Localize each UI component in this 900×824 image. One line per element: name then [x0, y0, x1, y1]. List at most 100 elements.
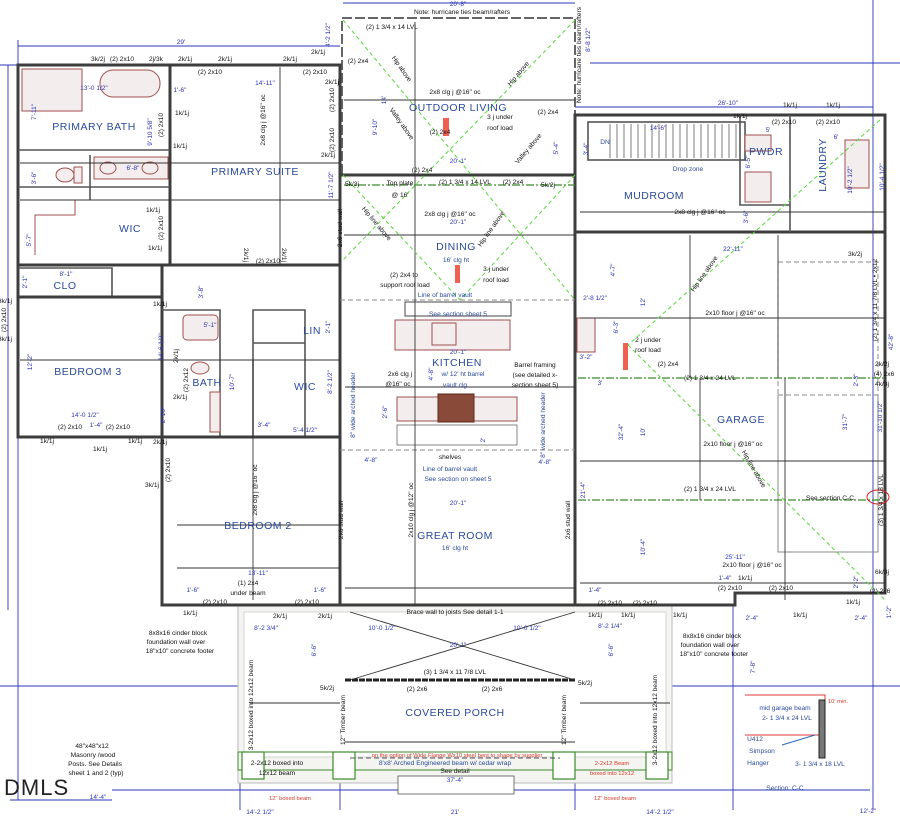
- framing-note: (2) 1 3/4 x 11 7/8 LVL • 2x12: [872, 258, 879, 341]
- framing-note: (2) 2x10: [106, 424, 131, 431]
- dimension-label: 4'-8": [428, 367, 435, 381]
- framing-note: 2x6 clg j: [388, 371, 413, 378]
- framing-note: (2) 2x10: [633, 600, 658, 607]
- framing-note: 2k/1j: [173, 394, 187, 401]
- framing-note: 18"x10" concrete footer: [146, 648, 215, 655]
- framing-note: 2x10 floor j @16" oc: [705, 310, 765, 317]
- framing-note: 2x10 clg j @12" oc: [408, 482, 415, 538]
- dimension-label: 5'-7": [26, 233, 33, 247]
- framing-note: 2x6 stud wall: [338, 500, 345, 539]
- annotation: 8" wide arched header: [540, 391, 547, 458]
- framing-note: roof load: [483, 277, 509, 284]
- framing-note: @16" oc: [385, 381, 411, 388]
- dimension-label: 31'-7": [842, 413, 849, 430]
- red-annotation: 10' min.: [828, 699, 849, 705]
- dimension-label: 2'-3": [853, 373, 860, 387]
- framing-note: Hip above: [507, 60, 532, 87]
- dimension-label: 6': [834, 134, 839, 141]
- dimension-label: 10'-4": [640, 538, 647, 555]
- framing-note: 2k/1j: [242, 248, 249, 262]
- dimension-label: 14': [381, 96, 388, 104]
- framing-note: (2) 2x6: [482, 686, 503, 693]
- framing-note: (4) 2x6: [874, 371, 895, 378]
- room-label: GARAGE: [717, 414, 765, 426]
- room-label: OUTDOOR LIVING: [409, 102, 507, 114]
- framing-note: (2) 2x10: [158, 216, 165, 241]
- mudroom-bench: [576, 317, 596, 353]
- room-label: WIC: [294, 381, 316, 393]
- annotation: U412: [747, 736, 763, 743]
- annotation: 8" wide arched header: [350, 371, 357, 438]
- framing-note: (2) 2x10: [769, 585, 794, 592]
- dimension-label: 3'-4": [583, 142, 590, 156]
- post-marker: [623, 343, 628, 370]
- dimension-label: 10'-2 1/2": [847, 166, 854, 194]
- dimension-label: 8'-2 3/4": [254, 625, 278, 632]
- framing-note: 48"x48"x12: [75, 743, 109, 750]
- dimension-label: 12'-2": [27, 353, 34, 370]
- annotation: See section on sheet 5: [424, 476, 491, 483]
- framing-note: 1k/1j: [826, 102, 840, 109]
- range-cooktop: [437, 393, 475, 423]
- framing-note: (2) 1 3/4 x 14 LVL: [439, 179, 491, 186]
- dimension-label: 20'-1": [450, 500, 467, 507]
- dimension-label: 6'-6": [608, 643, 615, 657]
- framing-note: 1k/1j: [148, 245, 162, 252]
- dimension-label: 3': [598, 380, 603, 387]
- framing-note: 1k/1j: [93, 446, 107, 453]
- framing-note: section sheet 5): [512, 382, 559, 389]
- framing-note: (2) 2x10: [158, 113, 165, 138]
- red-annotation: 2-2x12 Beam: [595, 761, 630, 767]
- dimension-label: 13'-11": [248, 570, 268, 577]
- annotation: 16' clg ht: [442, 545, 468, 552]
- laundry-machines: [844, 139, 870, 189]
- annotation: Line of barrel vault: [423, 466, 477, 473]
- dimension-label: 5': [766, 127, 771, 134]
- framing-note: (2) 2x10: [329, 88, 336, 113]
- room-label: BATH: [192, 377, 221, 389]
- framing-note: (2) 2x6: [870, 588, 891, 595]
- framing-note: Posts. See Details: [68, 761, 123, 768]
- framing-note: Note: hurricane ties beam/rafters: [414, 9, 511, 16]
- framing-note: 2k/1j: [311, 49, 325, 56]
- framing-note: 1k/1j: [146, 207, 160, 214]
- framing-note: 1k/1j: [846, 599, 860, 606]
- framing-note: 3 j under: [487, 114, 513, 121]
- framing-note: (2) 1 3/4 x 24 LVL: [684, 375, 736, 382]
- room-label: GREAT ROOM: [417, 530, 493, 542]
- dimension-label: 2'-8 1/2": [583, 295, 607, 302]
- dimension-label: 29': [177, 39, 185, 46]
- dimension-label: 31'-10 1/2": [877, 401, 884, 433]
- framing-note: (2) 2x4 to: [390, 272, 418, 279]
- framing-note: (2) 2x4: [658, 361, 679, 368]
- framing-note: (2) 2x10: [256, 258, 281, 265]
- framing-lines: [20, 22, 885, 743]
- dimension-label: 8'-1": [60, 271, 74, 278]
- annotation: Line of barrel vault: [418, 292, 472, 299]
- framing-note: Hip line above: [477, 210, 507, 249]
- framing-note: See detail: [440, 768, 470, 775]
- framing-note: 1k/1j: [738, 575, 752, 582]
- framing-note: 2k/1j: [318, 613, 332, 620]
- framing-note: 2x6 stud wall: [337, 208, 344, 247]
- dimension-label: 1'-2": [886, 605, 893, 619]
- framing-note: (see detailed x-: [512, 372, 557, 379]
- room-label: WIC: [119, 223, 141, 235]
- dimension-label: 25'-11": [725, 554, 745, 561]
- section-callout: [866, 489, 890, 505]
- dimension-label: 2'-6": [382, 405, 389, 419]
- stairs: [609, 124, 737, 158]
- dimension-label: 1'-6": [187, 587, 201, 594]
- dimension-label: 1'-4": [589, 587, 603, 594]
- porch-post: [552, 751, 576, 780]
- framing-note: foundation wall over: [681, 642, 740, 649]
- framing-note: Masonry /wood: [71, 752, 116, 759]
- framing-note: (2) 2x4: [412, 167, 433, 174]
- dimension-label: 14'-6": [650, 125, 667, 132]
- section-c-c-detail: [745, 694, 826, 759]
- framing-note: (2) 2x4: [348, 58, 369, 65]
- framing-note: 3-2x12 boxed into 12x12 beam: [248, 659, 255, 750]
- dimension-label: 8'-2 1/2": [327, 369, 334, 393]
- porch-post: [241, 751, 265, 780]
